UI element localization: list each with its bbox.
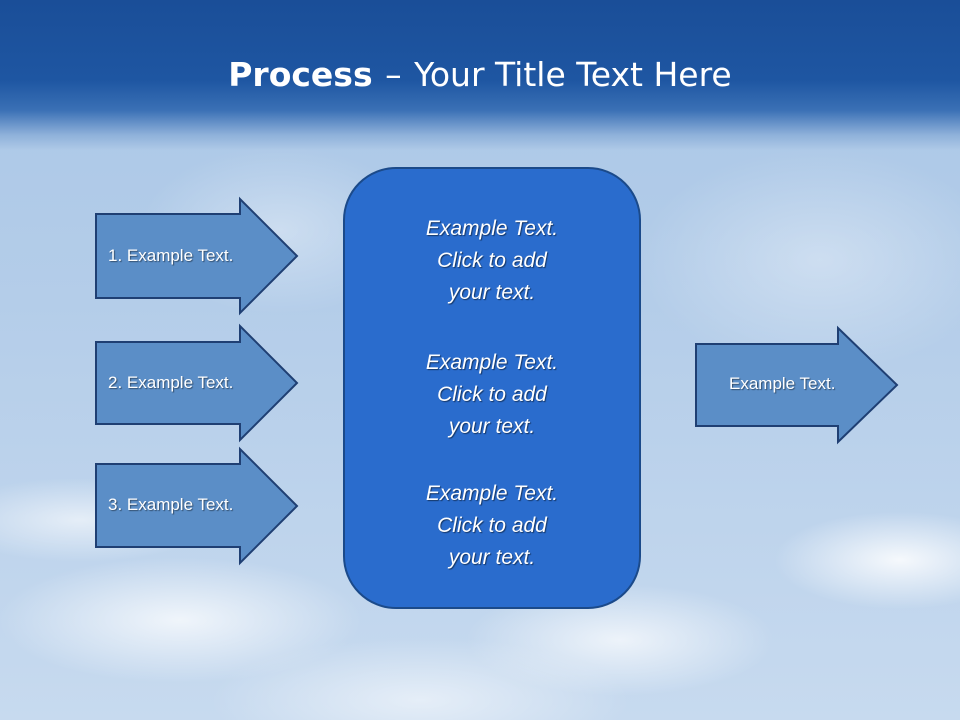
arrow-shape-2[interactable] bbox=[95, 323, 299, 443]
title-rest: Your Title Text Here bbox=[414, 55, 732, 94]
arrow-shape-1[interactable] bbox=[95, 196, 299, 316]
title-bar bbox=[0, 0, 960, 150]
center-text-line: your text. bbox=[448, 546, 536, 569]
center-text-line: Click to add bbox=[437, 383, 547, 406]
center-box[interactable] bbox=[343, 167, 641, 609]
arrow-shape-3[interactable] bbox=[95, 446, 299, 566]
arrow-label-1: 1. Example Text. bbox=[108, 246, 234, 265]
slide-title[interactable]: Process – Your Title Text Here bbox=[0, 52, 960, 98]
center-text-block-3: Example Text. Click to add your text. bbox=[344, 478, 640, 574]
center-text-line: Click to add bbox=[437, 249, 547, 272]
center-text-line: Example Text. bbox=[425, 482, 559, 505]
arrow-label-3: 3. Example Text. bbox=[108, 495, 234, 514]
center-text-line: Click to add bbox=[437, 514, 547, 537]
title-bold: Process bbox=[228, 55, 373, 94]
center-text-block-1: Example Text. Click to add your text. bbox=[344, 213, 640, 309]
arrow-label-2: 2. Example Text. bbox=[108, 373, 234, 392]
center-text-line: Example Text. bbox=[425, 217, 559, 240]
center-text-line: Example Text. bbox=[425, 351, 559, 374]
arrow-shape-right[interactable] bbox=[695, 325, 899, 445]
title-separator: – bbox=[385, 55, 402, 94]
arrow-label-right: Example Text. bbox=[729, 374, 836, 393]
center-text-line: your text. bbox=[448, 415, 536, 438]
center-text-block-2: Example Text. Click to add your text. bbox=[344, 347, 640, 443]
center-text-line: your text. bbox=[448, 281, 536, 304]
